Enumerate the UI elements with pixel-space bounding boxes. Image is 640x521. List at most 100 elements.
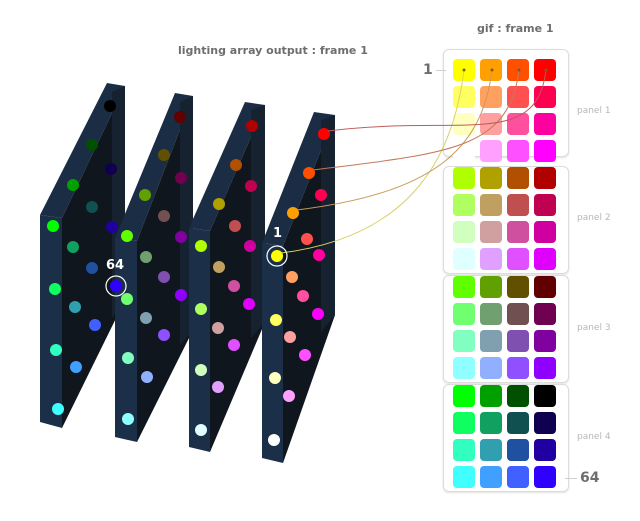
grid-cell	[480, 276, 502, 298]
led-dot	[303, 167, 315, 179]
led-dot	[105, 163, 117, 175]
grid-start-index-label: 1	[423, 62, 433, 78]
grid-cell	[507, 113, 529, 135]
led-dot	[195, 364, 207, 376]
led-dot	[158, 149, 170, 161]
led-dot	[175, 172, 187, 184]
grid-cell	[480, 466, 502, 488]
grid-cell	[534, 357, 556, 379]
led-dot	[228, 339, 240, 351]
led-64-highlight-ring	[105, 275, 127, 297]
led-dot	[86, 201, 98, 213]
led-dot	[270, 314, 282, 326]
led-dot	[70, 361, 82, 373]
led-dot	[67, 179, 79, 191]
grid-cell	[534, 140, 556, 162]
grid-cell	[480, 330, 502, 352]
grid-cell	[453, 385, 475, 407]
grid-cell	[507, 276, 529, 298]
grid-cell	[453, 412, 475, 434]
led-dot	[228, 280, 240, 292]
grid-panel-2	[443, 166, 569, 274]
panel-label-1: panel 1	[577, 106, 611, 116]
grid-cell	[453, 276, 475, 298]
led-dot	[297, 290, 309, 302]
led-dot	[269, 372, 281, 384]
grid-cell	[453, 303, 475, 325]
grid-cell	[453, 466, 475, 488]
led-dot	[104, 100, 116, 112]
grid-panel-3	[443, 275, 569, 383]
grid-cell	[507, 439, 529, 461]
grid-cell	[480, 140, 502, 162]
led-dot	[67, 241, 79, 253]
grid-cell	[534, 167, 556, 189]
led-dot	[312, 308, 324, 320]
led-dot	[271, 250, 283, 262]
grid-cell	[480, 194, 502, 216]
grid-cell	[507, 248, 529, 270]
led-dot	[195, 424, 207, 436]
array-panel-3	[189, 102, 265, 452]
led-dot	[286, 271, 298, 283]
led-dot	[158, 210, 170, 222]
grid-cell	[507, 385, 529, 407]
grid-cell	[534, 221, 556, 243]
led-dot	[243, 298, 255, 310]
led-dot	[106, 221, 118, 233]
grid-cell	[534, 276, 556, 298]
led-dot	[283, 390, 295, 402]
grid-cell	[507, 357, 529, 379]
led-dot	[175, 289, 187, 301]
led-dot	[318, 128, 330, 140]
led-dot	[268, 434, 280, 446]
led-dot	[50, 344, 62, 356]
grid-cell	[507, 59, 529, 81]
panel-label-4: panel 4	[577, 432, 611, 442]
grid-start-index-line	[436, 70, 446, 71]
led-dot	[47, 220, 59, 232]
grid-cell	[453, 194, 475, 216]
grid-cell	[507, 221, 529, 243]
led-dot	[315, 189, 327, 201]
led-dot	[299, 349, 311, 361]
grid-cell	[480, 357, 502, 379]
grid-cell	[453, 113, 475, 135]
grid-cell	[453, 167, 475, 189]
led-dot	[244, 240, 256, 252]
grid-cell	[453, 439, 475, 461]
grid-cell	[480, 113, 502, 135]
grid-cell	[453, 86, 475, 108]
grid-cell	[507, 466, 529, 488]
led-dot	[140, 251, 152, 263]
array-panel-1	[40, 83, 125, 428]
led-dot	[122, 413, 134, 425]
grid-cell	[534, 439, 556, 461]
grid-cell	[534, 194, 556, 216]
led-dot	[230, 159, 242, 171]
led-dot	[140, 312, 152, 324]
led-dot	[175, 231, 187, 243]
led-dot	[110, 280, 122, 292]
array-panel-4	[262, 112, 335, 463]
grid-cell	[534, 86, 556, 108]
grid-cell	[534, 303, 556, 325]
grid-cell	[453, 248, 475, 270]
led-dot	[213, 198, 225, 210]
led-1-highlight-ring	[266, 245, 288, 267]
led-dot	[212, 381, 224, 393]
led-dot	[141, 371, 153, 383]
led-dot	[121, 230, 133, 242]
led-dot	[213, 261, 225, 273]
grid-cell	[453, 221, 475, 243]
grid-cell	[534, 113, 556, 135]
grid-cell	[480, 248, 502, 270]
led-dot	[195, 240, 207, 252]
led-dot	[284, 331, 296, 343]
grid-cell	[480, 439, 502, 461]
led-dot	[245, 180, 257, 192]
array-panel-2	[115, 93, 193, 442]
led-dot	[301, 233, 313, 245]
grid-cell	[507, 412, 529, 434]
led-dot	[158, 271, 170, 283]
